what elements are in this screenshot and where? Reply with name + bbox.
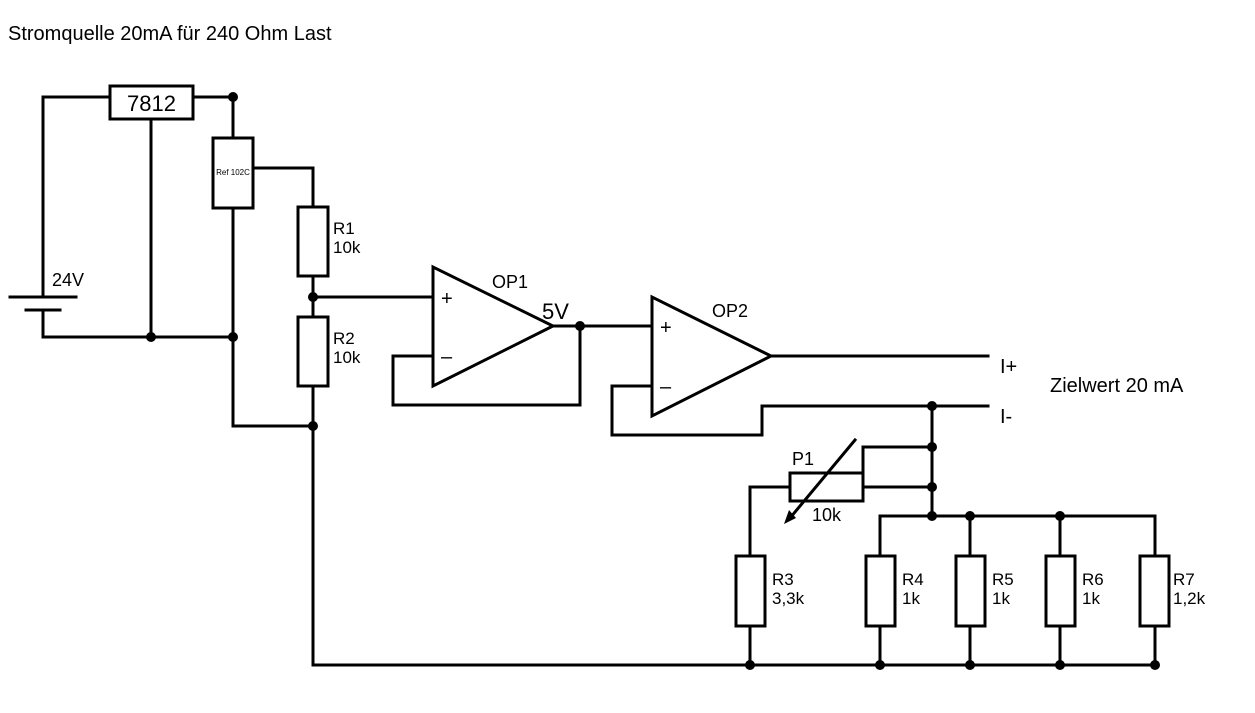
junction-dot (965, 511, 975, 521)
shunt-network-wiring (748, 404, 1157, 667)
junction-dot (146, 332, 156, 342)
r6-value-label: 1k (1082, 589, 1100, 608)
junction-dot (927, 401, 937, 411)
op1-minus-label: – (441, 346, 453, 368)
op2-minus-label: – (660, 376, 672, 398)
r2-name-label: R2 (333, 329, 355, 348)
regulator-label: 7812 (127, 91, 176, 116)
junction-dot (228, 92, 238, 102)
junction-dot (875, 660, 885, 670)
resistor-r7: R7 1,2k (1138, 554, 1206, 628)
opamp-op1: + – OP1 5V (391, 264, 655, 407)
r4-value-label: 1k (902, 589, 920, 608)
reference-ref102c: Ref 102C (211, 136, 255, 210)
resistor-r5: R5 1k (954, 554, 1014, 628)
r5-name-label: R5 (992, 570, 1014, 589)
op1-plus-label: + (441, 288, 453, 310)
op1-name-label: OP1 (492, 272, 528, 292)
op2-plus-label: + (660, 317, 672, 339)
junction-dot (308, 421, 318, 431)
resistor-r3: R3 3,3k (734, 554, 805, 628)
r1-name-label: R1 (333, 219, 355, 238)
junction-dot (927, 511, 937, 521)
junction-dot (745, 660, 755, 670)
potentiometer-p1: P1 10k (784, 437, 865, 525)
junction-dot (1055, 660, 1065, 670)
junction-dot (965, 660, 975, 670)
resistor-r1: R1 10k (296, 205, 361, 278)
junction-dot (1055, 511, 1065, 521)
r5-value-label: 1k (992, 589, 1010, 608)
r1-value-label: 10k (333, 238, 361, 257)
r3-value-label: 3,3k (772, 589, 805, 608)
diagram-title: Stromquelle 20mA für 240 Ohm Last (8, 23, 332, 45)
r2-value-label: 10k (333, 348, 361, 367)
battery-24v: 24V (8, 270, 84, 312)
r7-value-label: 1,2k (1173, 589, 1206, 608)
regulator-7812: 7812 (108, 84, 195, 121)
supply-wiring (41, 95, 1157, 667)
resistor-r4: R4 1k (864, 554, 924, 628)
r4-name-label: R4 (902, 570, 924, 589)
r6-name-label: R6 (1082, 570, 1104, 589)
reference-label: Ref 102C (216, 168, 250, 177)
node-5v-label: 5V (542, 299, 569, 324)
opamp-op2: + – OP2 (610, 294, 990, 437)
battery-voltage-label: 24V (52, 270, 84, 290)
junction-dot (1150, 660, 1160, 670)
resistor-r6: R6 1k (1044, 554, 1104, 628)
junction-dot (228, 332, 238, 342)
junction-dot (927, 482, 937, 492)
p1-name-label: P1 (792, 449, 814, 469)
op2-name-label: OP2 (712, 301, 748, 321)
junction-dots (146, 92, 1160, 670)
junction-dot (927, 442, 937, 452)
terminal-i-plus-label: I+ (1000, 356, 1017, 378)
r3-name-label: R3 (772, 570, 794, 589)
arrow-icon (784, 510, 796, 524)
p1-value-label: 10k (812, 505, 842, 525)
resistor-r2: R2 10k (296, 315, 361, 388)
junction-dot (308, 292, 318, 302)
terminal-i-minus-label: I- (1000, 406, 1012, 428)
junction-dot (575, 321, 585, 331)
r7-name-label: R7 (1173, 570, 1195, 589)
target-value-annotation: Zielwert 20 mA (1050, 375, 1184, 397)
